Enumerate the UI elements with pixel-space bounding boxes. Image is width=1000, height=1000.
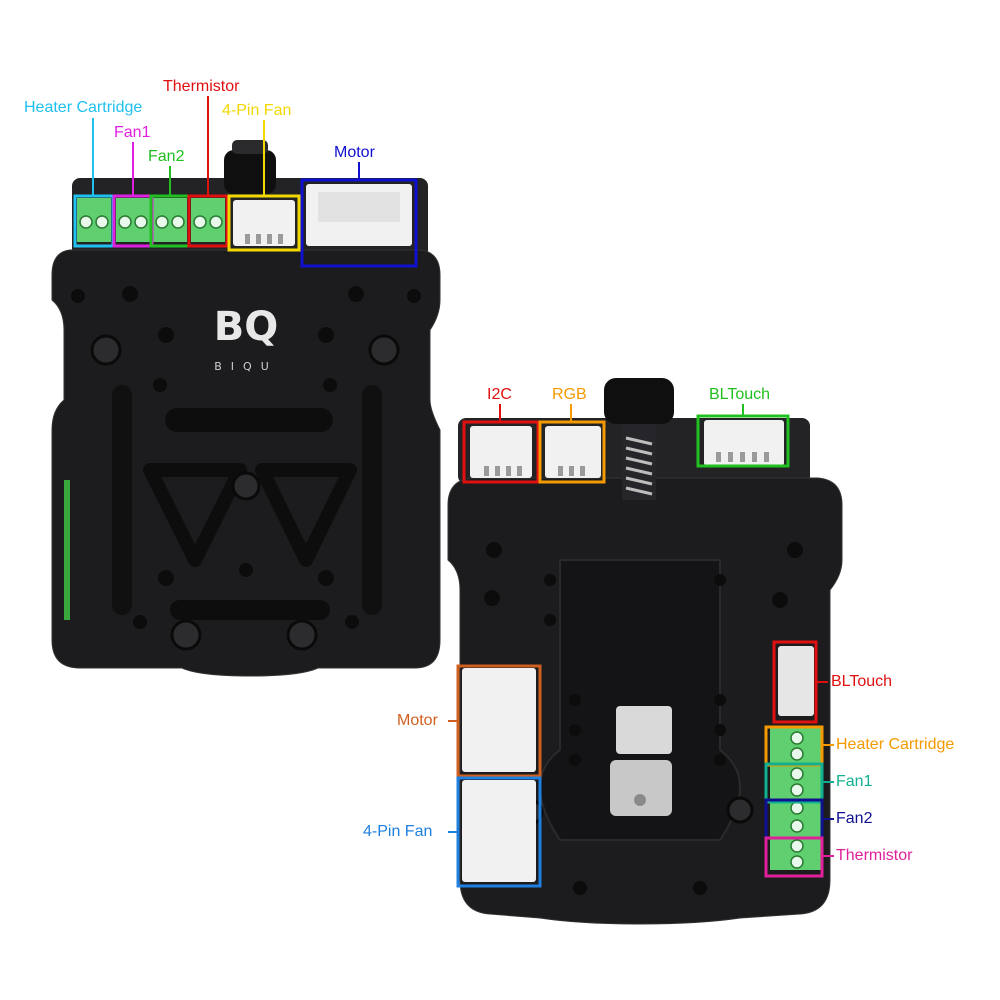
- label-front-4-pin-fan: 4-Pin Fan: [222, 102, 292, 119]
- front-screws: [90, 334, 400, 651]
- front-knob: [224, 150, 276, 194]
- front-groove-left: [112, 385, 132, 615]
- front-logo: BQ: [214, 304, 279, 350]
- front-4pin-connector: [233, 200, 295, 246]
- label-back-bltouch-top: BLTouch: [709, 386, 771, 403]
- label-back-rgb: RGB: [552, 386, 587, 403]
- front-plate: [51, 249, 441, 677]
- back-bltouch-side-connector: [778, 646, 814, 716]
- back-callout-leaders: [448, 404, 834, 857]
- label-front-fan1: Fan1: [114, 124, 151, 141]
- label-back-fan2: Fan2: [836, 810, 873, 827]
- label-front-thermistor: Thermistor: [163, 78, 240, 95]
- label-front-heater-cartridge: Heater Cartridge: [24, 99, 143, 116]
- front-terminals: [77, 198, 225, 242]
- back-latch: [616, 706, 672, 754]
- back-holes: [484, 542, 803, 895]
- back-knob: [604, 378, 674, 424]
- front-groove-v-right: [255, 463, 357, 567]
- label-back-thermistor: Thermistor: [836, 847, 913, 864]
- front-slot-bottom: [170, 600, 330, 620]
- back-spring: [625, 436, 653, 496]
- back-center-mechanism: [539, 559, 741, 841]
- front-knob-top: [232, 140, 268, 154]
- label-front-fan2: Fan2: [148, 148, 185, 165]
- back-latch-clip: [610, 760, 672, 816]
- front-slot-top: [165, 408, 333, 432]
- label-back-bltouch-side: BLTouch: [831, 673, 893, 690]
- label-front-motor: Motor: [334, 144, 375, 161]
- label-back-i2c: I2C: [487, 386, 512, 403]
- label-back-motor: Motor: [397, 712, 438, 729]
- back-4pin-connector: [462, 780, 536, 882]
- back-i2c-connector: [470, 426, 532, 478]
- front-logo-sub: BIQU: [214, 360, 278, 373]
- back-board: [447, 378, 843, 925]
- front-groove-v-left: [143, 463, 247, 567]
- front-groove-right: [362, 385, 382, 615]
- label-back-fan1: Fan1: [836, 773, 873, 790]
- back-motor-connector: [462, 668, 536, 772]
- label-back-heater-cartridge: Heater Cartridge: [836, 736, 955, 753]
- label-back-4-pin-fan: 4-Pin Fan: [363, 823, 433, 840]
- back-rgb-connector: [545, 426, 601, 478]
- front-holes: [71, 286, 421, 629]
- front-board: BQ BIQU: [51, 140, 441, 677]
- front-callout-leaders: [92, 96, 360, 196]
- front-edge-green: [64, 480, 70, 620]
